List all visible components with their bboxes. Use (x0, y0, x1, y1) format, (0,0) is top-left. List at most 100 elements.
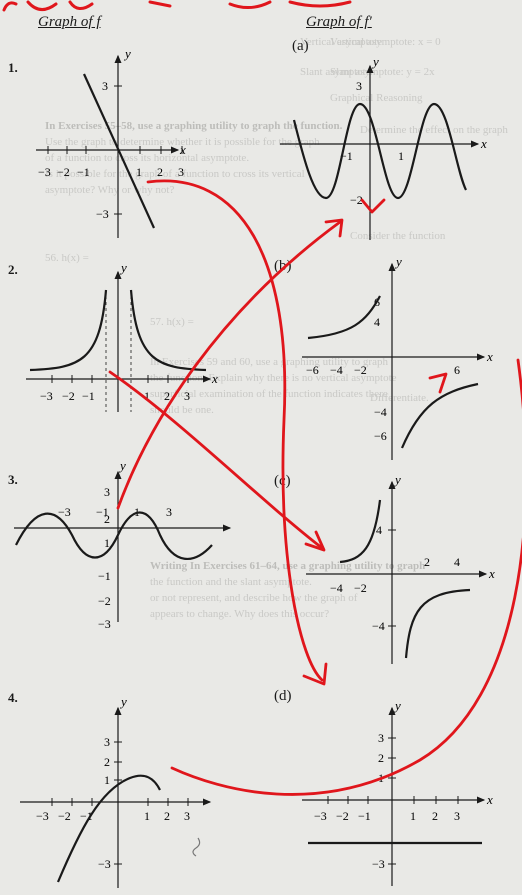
graph-d-fprime: x y −3 −2 −1 1 2 3 3 2 1 −3 (302, 698, 493, 886)
tick-label: −6 (306, 363, 319, 377)
tick-label: −2 (62, 389, 75, 403)
curve-f2-right (129, 289, 207, 372)
tick-label: −3 (98, 857, 111, 871)
x-axis-label: x (486, 349, 493, 364)
bg-text: In Exercises 59 and 60, use a graphing u… (150, 356, 388, 368)
tick-label: 1 (104, 536, 110, 550)
tick-label: 3 (104, 735, 110, 749)
bg-text: Graphical Reasoning (330, 92, 423, 104)
graph-3-f: y −3 −1 1 3 3 2 1 −1 −2 −3 (14, 458, 232, 631)
x-axis-label: x (211, 371, 218, 386)
bg-text: Slant asymptote: y = 2x (330, 66, 435, 78)
bg-text: Is it possible for the graph of a functi… (45, 168, 305, 180)
tick-label: −3 (38, 165, 51, 179)
bg-text: 56. h(x) = (45, 252, 89, 264)
annotation-scribble (2, 0, 352, 12)
tick-label: 2 (104, 512, 110, 526)
graph-c-fprime: x y −4 −2 2 4 4 −4 (306, 472, 495, 664)
tick-label: −3 (58, 505, 71, 519)
tick-label: 2 (378, 751, 384, 765)
x-axis-label: x (488, 566, 495, 581)
bg-text: Determine the effect on the graph (360, 124, 508, 136)
bg-text: Vertical asymptote: x = 0 (330, 36, 441, 48)
tick-label: −2 (350, 193, 363, 207)
tick-label: −1 (82, 389, 95, 403)
tick-label: 1 (136, 165, 142, 179)
tick-label: 3 (454, 809, 460, 823)
tick-label: 1 (410, 809, 416, 823)
y-axis-label: y (118, 458, 126, 473)
bg-text: or not represent, and describe how the g… (150, 592, 358, 604)
tick-label: −1 (358, 809, 371, 823)
tick-label: 2 (164, 809, 170, 823)
tick-label: 3 (356, 79, 362, 93)
curve-f4 (56, 774, 161, 883)
y-axis-label: y (393, 698, 401, 713)
option-label-b: (b) (274, 258, 292, 274)
bg-text: 57. h(x) = (150, 316, 194, 328)
y-axis-label: y (394, 254, 402, 269)
tick-label: −2 (58, 809, 71, 823)
tick-label: −1 (80, 809, 93, 823)
header-graph-fprime: Graph of f′ (306, 14, 372, 30)
tick-label: 2 (424, 555, 430, 569)
problem-number: 3. (8, 472, 18, 487)
option-label-a: (a) (292, 38, 309, 54)
bg-text: In Exercises 55–58, use a graphing utili… (45, 120, 343, 132)
tick-label: 1 (104, 773, 110, 787)
y-axis-label: y (123, 46, 131, 61)
curve-fa (292, 102, 467, 200)
tick-label: −3 (314, 809, 327, 823)
bg-text: Slant asymptote (300, 66, 371, 78)
curve-fc-right (404, 588, 471, 659)
bg-text: asymptote? Why or why not? (45, 184, 175, 196)
x-axis-label: x (486, 792, 493, 807)
pencil-mark (192, 837, 201, 857)
tick-label: −3 (372, 857, 385, 871)
graph-b-fprime: x y −6 −4 −2 6 6 4 −4 −6 (302, 254, 493, 460)
tick-label: −3 (96, 207, 109, 221)
graph-2-f: x y −3 −2 −1 1 2 3 (26, 260, 218, 412)
tick-label: −1 (77, 165, 90, 179)
tick-label: −2 (354, 581, 367, 595)
bg-text: superficial examination of the function … (150, 388, 388, 400)
tick-label: −2 (98, 594, 111, 608)
tick-label: −3 (36, 809, 49, 823)
graph-1-f: x y −3 −2 −1 1 2 3 3 −3 (36, 46, 186, 238)
y-axis-label: y (119, 694, 127, 709)
bg-text: appears to change. Why does this occur? (150, 608, 330, 620)
tick-label: 4 (376, 523, 382, 537)
tick-label: −4 (330, 363, 343, 377)
tick-label: 3 (184, 389, 190, 403)
tick-label: 1 (398, 149, 404, 163)
y-axis-label: y (393, 472, 401, 487)
tick-label: 3 (184, 809, 190, 823)
tick-label: −2 (354, 363, 367, 377)
tick-label: −3 (40, 389, 53, 403)
bg-text: Differentiate. (370, 392, 429, 404)
problem-number: 4. (8, 690, 18, 705)
tick-label: −2 (57, 165, 70, 179)
x-axis-label: x (480, 136, 487, 151)
tick-label: −1 (96, 505, 109, 519)
tick-label: −6 (374, 429, 387, 443)
tick-label: 3 (104, 485, 110, 499)
tick-label: 4 (374, 315, 380, 329)
option-label-d: (d) (274, 688, 292, 704)
tick-label: −4 (374, 405, 387, 419)
tick-label: 2 (157, 165, 163, 179)
tick-label: 1 (144, 389, 150, 403)
annotation-arrow-1-to-d (146, 179, 324, 682)
tick-label: 2 (164, 389, 170, 403)
bg-text: Vertical asymptote (300, 36, 383, 48)
graph-4-f: y −3 −2 −1 1 2 3 3 2 1 −3 (20, 694, 212, 888)
tick-label: 3 (378, 731, 384, 745)
tick-label: −1 (98, 569, 111, 583)
tick-label: −2 (336, 809, 349, 823)
curve-fb-right (400, 382, 479, 449)
bg-text: of a function to cross its horizontal as… (45, 152, 250, 164)
tick-label: 4 (454, 555, 460, 569)
problem-number: 1. (8, 60, 18, 75)
